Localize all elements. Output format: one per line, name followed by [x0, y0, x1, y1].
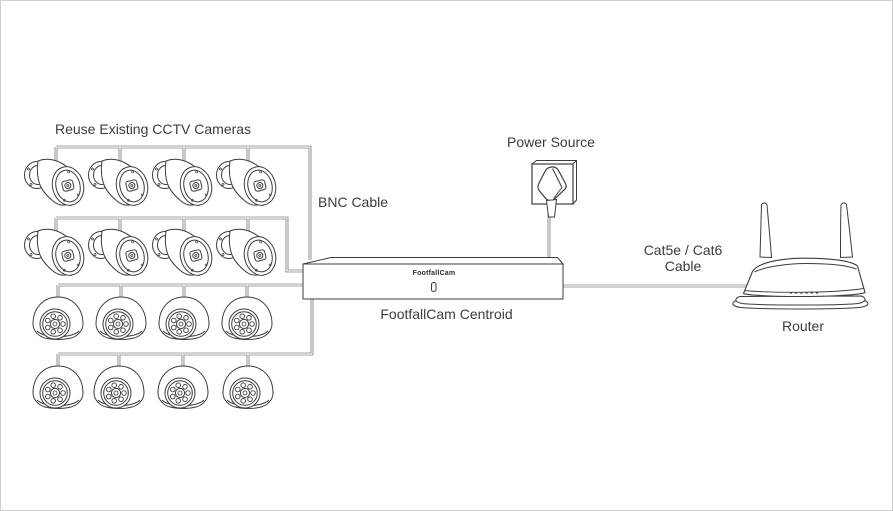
- bullet-camera-icon: [24, 158, 89, 210]
- dome-camera-icon: [221, 296, 273, 340]
- dome-camera-icon: [32, 365, 84, 409]
- dome-camera-row-1: [32, 296, 273, 340]
- centroid-device-brand: FootfallCam: [412, 270, 456, 277]
- bullet-camera-icon: [152, 228, 217, 280]
- power-source-label: Power Source: [507, 134, 595, 150]
- router-antenna-left: [759, 202, 773, 259]
- centroid-label: FootfallCam Centroid: [380, 306, 513, 322]
- dome-camera-icon: [93, 365, 145, 409]
- dome-camera-row-2: [32, 365, 274, 409]
- centroid-led-slot: [431, 282, 437, 292]
- cat-cable-label: Cat5e / Cat6 Cable: [623, 242, 743, 274]
- bnc-cable-label: BNC Cable: [318, 194, 389, 210]
- bullet-camera-icon: [24, 228, 89, 280]
- bullet-camera-row-2: [24, 228, 281, 280]
- cat-cable-label-line2: Cable: [664, 258, 702, 274]
- router-leds: [790, 292, 818, 294]
- cat-cable-label-line1: Cat5e / Cat6: [643, 242, 723, 258]
- power-plug-icon: [531, 160, 577, 218]
- dome-camera-icon: [158, 296, 210, 340]
- dome-camera-icon: [95, 296, 147, 340]
- dome-camera-icon: [157, 365, 209, 409]
- bullet-camera-icon: [88, 228, 153, 280]
- bullet-camera-row-1: [24, 158, 281, 210]
- router-antenna-right: [839, 202, 854, 259]
- footfallcam-centroid-icon: [302, 257, 565, 300]
- router-label: Router: [781, 318, 825, 334]
- bullet-camera-icon: [152, 158, 217, 210]
- cables: [54, 145, 751, 368]
- dome-camera-icon: [222, 365, 274, 409]
- bullet-camera-icon: [216, 158, 281, 210]
- cable-lines-core: [55, 146, 751, 368]
- router-icon: [732, 202, 869, 310]
- dome-camera-icon: [32, 296, 84, 340]
- bullet-camera-icon: [216, 228, 281, 280]
- cameras-group-label: Reuse Existing CCTV Cameras: [55, 121, 252, 137]
- bullet-camera-icon: [88, 158, 153, 210]
